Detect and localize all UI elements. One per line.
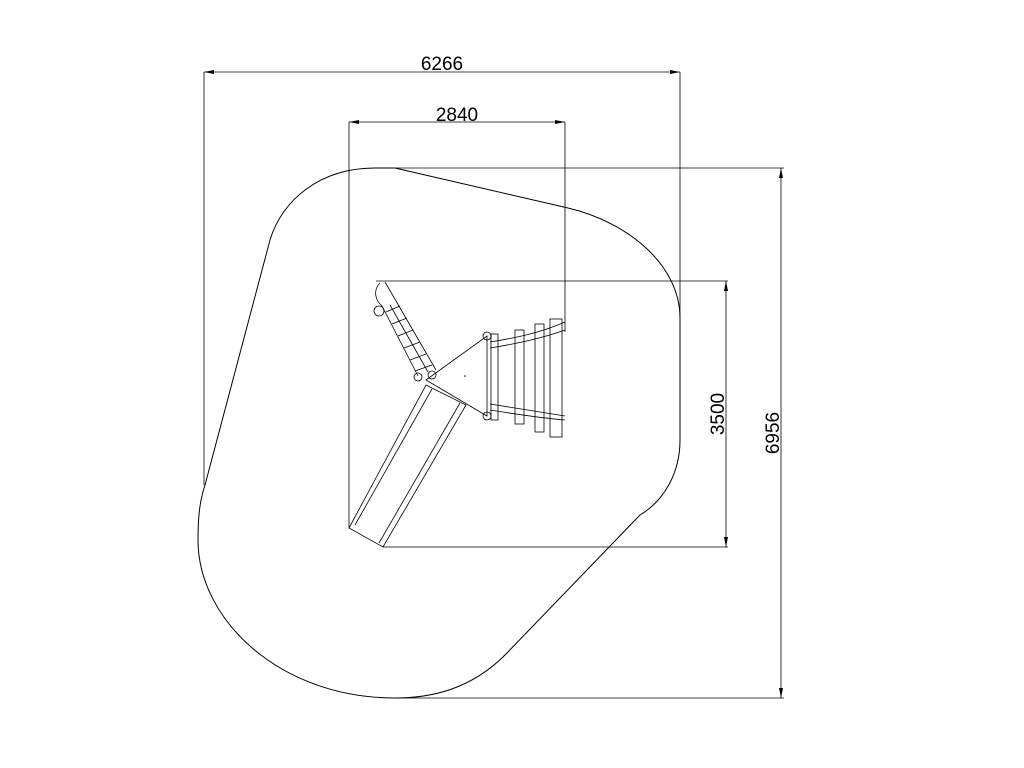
slide-inner-rail [378, 402, 461, 544]
dimension-label: 2840 [436, 105, 478, 126]
dimension-label: 6266 [421, 54, 463, 75]
arch-rail-top [489, 321, 566, 343]
ladder-rung [403, 341, 421, 349]
ladder [373, 281, 437, 382]
arrowhead-bottom [724, 537, 728, 547]
arrowhead-right [670, 70, 680, 74]
slide [348, 384, 467, 548]
dimension-label: 3500 [708, 393, 729, 435]
arrowhead-left [204, 70, 214, 74]
ladder-rail-mid [389, 304, 429, 373]
arch-slat [534, 323, 545, 433]
arch-rail-bottom-inner [489, 409, 566, 421]
arrowhead-left [349, 120, 359, 124]
platform-center-mark [464, 375, 466, 377]
ladder-rung [409, 353, 427, 361]
ladder-post-bottom [413, 372, 423, 382]
arrowhead-bottom [779, 688, 783, 698]
ladder-rung [385, 305, 401, 313]
slide-chute [348, 384, 467, 548]
ladder-rung [391, 317, 408, 325]
platform [425, 331, 492, 421]
arrowhead-right [555, 120, 565, 124]
platform-post [427, 370, 437, 380]
slide-inner-rail [354, 388, 433, 526]
dimension-equipment-width: 2840 [348, 105, 566, 528]
arrowhead-top [779, 168, 783, 178]
arch-slat [549, 318, 563, 438]
dimension-overall-depth: 6956 [395, 167, 784, 699]
platform-deck [425, 335, 488, 417]
dimension-label: 6956 [763, 412, 784, 454]
dimension-overall-width: 6266 [203, 54, 681, 485]
arch-rail-bottom [489, 403, 566, 417]
dimension-equipment-depth: 3500 [376, 280, 729, 548]
arrowhead-top [724, 281, 728, 291]
ladder-rung [397, 329, 414, 337]
arch-slat [490, 333, 499, 421]
ladder-rail-inner [384, 281, 437, 371]
climbing-arch [489, 318, 566, 438]
arch-slat [514, 329, 525, 425]
safety-zone-outline [197, 167, 681, 699]
ladder-rail-outer [375, 282, 419, 377]
playground-equipment [348, 281, 566, 548]
ladder-rung [414, 364, 433, 372]
arch-rail-top-inner [489, 329, 566, 349]
ladder-post-top [373, 305, 385, 317]
